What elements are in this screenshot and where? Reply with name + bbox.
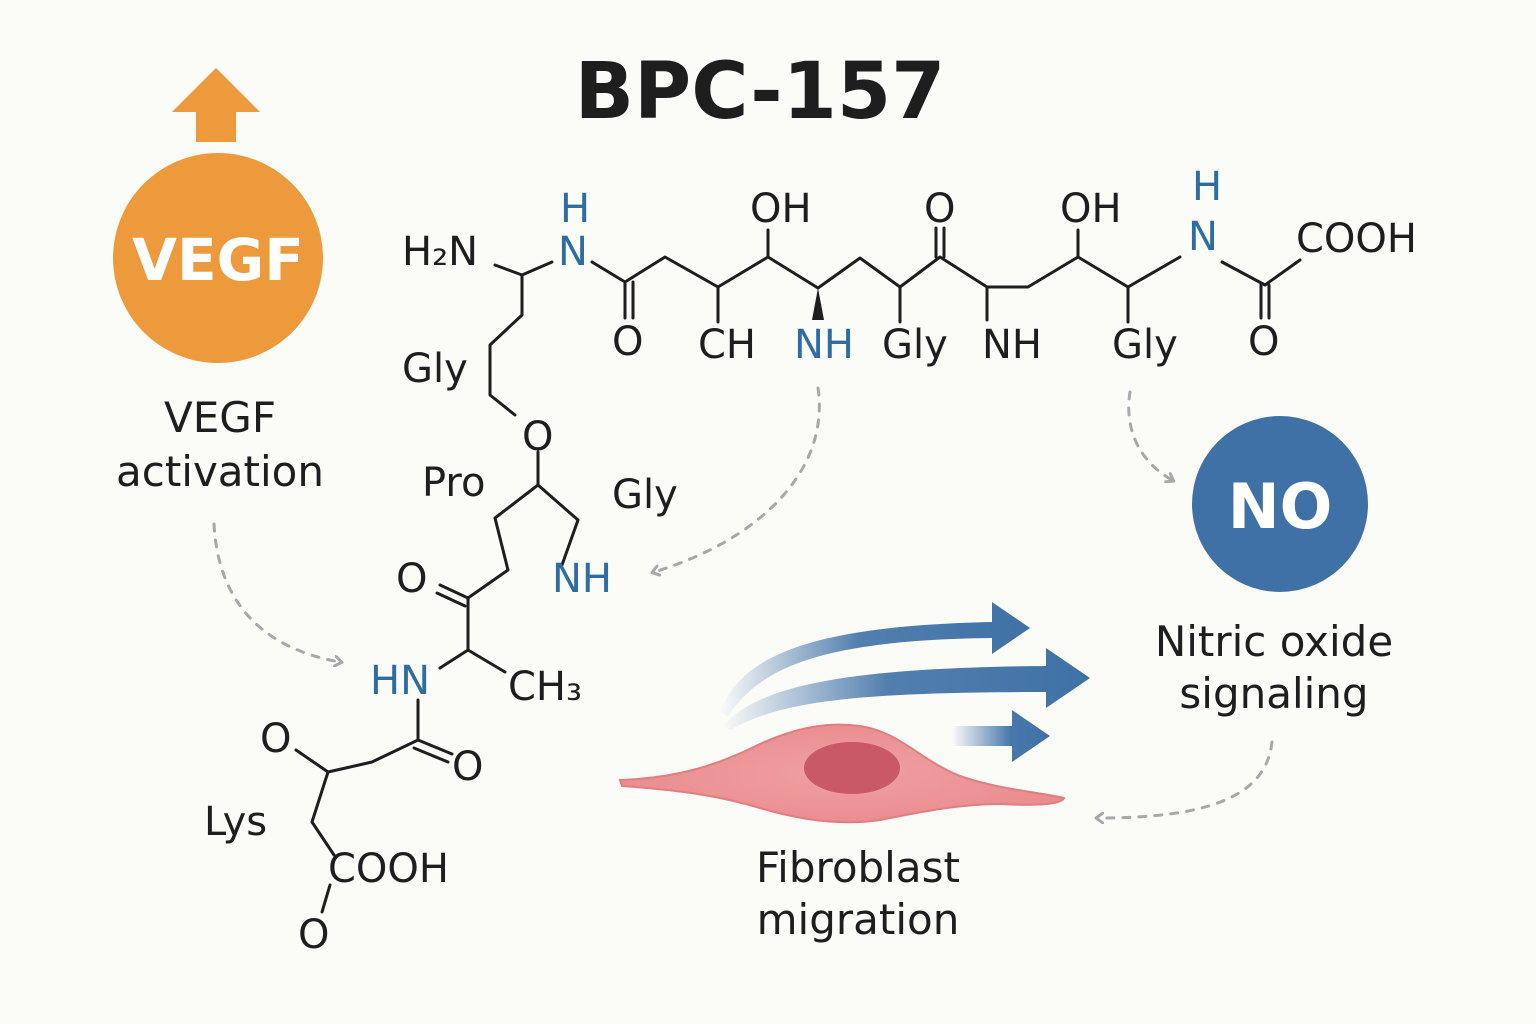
atom-oh-1: OH bbox=[750, 186, 812, 232]
atom-o-2: O bbox=[1248, 319, 1279, 365]
fibroblast-group: Fibroblast migration bbox=[618, 602, 1090, 944]
atom-o-ring: O bbox=[522, 414, 553, 460]
migration-arrow-2 bbox=[722, 648, 1090, 730]
no-circle bbox=[1192, 416, 1368, 592]
no-caption-line2: signaling bbox=[1179, 669, 1368, 718]
connector-nh-to-ring bbox=[654, 386, 821, 572]
atom-h-2: H bbox=[1192, 164, 1222, 210]
residue-gly-1: Gly bbox=[882, 322, 948, 368]
atom-oh-2: OH bbox=[1060, 186, 1122, 232]
migration-arrow-3 bbox=[952, 710, 1050, 762]
atom-ch3: CH₃ bbox=[508, 664, 582, 710]
atom-nh-2: NH bbox=[982, 322, 1042, 368]
atom-nh-ring: NH bbox=[552, 556, 612, 602]
molecule-labels: H₂N H N OH O OH H N COOH O CH NH Gly NH … bbox=[204, 164, 1417, 958]
no-badge-label: NO bbox=[1228, 470, 1333, 543]
atom-o-lys-1: O bbox=[260, 716, 291, 762]
molecule-bonds bbox=[294, 226, 1302, 914]
fibroblast-caption-line1: Fibroblast bbox=[756, 843, 960, 892]
connector-no-to-fibroblast bbox=[1098, 740, 1274, 818]
vegf-caption-line2: activation bbox=[116, 447, 324, 496]
atom-nh-blue: NH bbox=[794, 322, 854, 368]
atom-n-1: N bbox=[558, 229, 588, 275]
residue-gly-2: Gly bbox=[1112, 322, 1178, 368]
connector-gly-to-no bbox=[1127, 390, 1172, 480]
atom-o-top: O bbox=[924, 186, 955, 232]
no-group: NO Nitric oxide signaling bbox=[1155, 416, 1393, 718]
residue-gly-right: Gly bbox=[612, 472, 678, 518]
atom-h2n: H₂N bbox=[402, 229, 478, 275]
fibroblast-caption-line2: migration bbox=[757, 895, 960, 944]
up-arrow-icon bbox=[172, 68, 260, 142]
atom-cooh-bottom: COOH bbox=[328, 846, 449, 892]
connector-vegf-to-hn bbox=[212, 522, 340, 662]
no-caption-line1: Nitric oxide bbox=[1155, 617, 1393, 666]
vegf-caption-line1: VEGF bbox=[164, 393, 276, 442]
vegf-circle bbox=[113, 153, 323, 363]
atom-o-lys-2: O bbox=[452, 744, 483, 790]
atom-o-keto: O bbox=[396, 556, 427, 602]
atom-o-bottom: O bbox=[298, 912, 329, 958]
atom-o-1: O bbox=[612, 319, 643, 365]
atom-cooh-top: COOH bbox=[1296, 216, 1417, 262]
connectors bbox=[212, 386, 1274, 818]
residue-pro: Pro bbox=[422, 460, 485, 506]
page-title: BPC-157 bbox=[575, 47, 946, 137]
migration-arrow-1 bbox=[720, 602, 1030, 716]
atom-n-2: N bbox=[1188, 214, 1218, 260]
vegf-group: VEGF VEGF activation bbox=[113, 68, 324, 496]
residue-lys: Lys bbox=[204, 799, 267, 845]
atom-h-1: H bbox=[560, 186, 590, 232]
atom-hn: HN bbox=[370, 658, 430, 704]
vegf-badge-label: VEGF bbox=[132, 226, 304, 294]
fibroblast-nucleus bbox=[804, 742, 900, 794]
residue-gly-left: Gly bbox=[402, 346, 468, 392]
atom-ch: CH bbox=[698, 322, 756, 368]
